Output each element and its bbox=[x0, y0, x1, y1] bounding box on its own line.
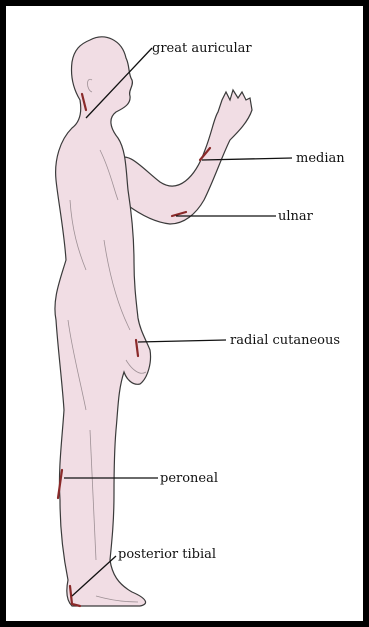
label-peroneal: peroneal bbox=[160, 471, 218, 486]
label-ulnar: ulnar bbox=[278, 209, 314, 224]
leader-radial-cutaneous bbox=[138, 340, 226, 342]
human-figure bbox=[55, 37, 252, 606]
raised-arm bbox=[116, 90, 252, 224]
body-silhouette bbox=[55, 37, 151, 606]
label-posterior-tibial: posterior tibial bbox=[118, 547, 216, 562]
label-radial-cutaneous: radial cutaneous bbox=[230, 333, 340, 348]
label-great-auricular: great auricular bbox=[152, 41, 252, 56]
label-median: median bbox=[296, 151, 345, 166]
